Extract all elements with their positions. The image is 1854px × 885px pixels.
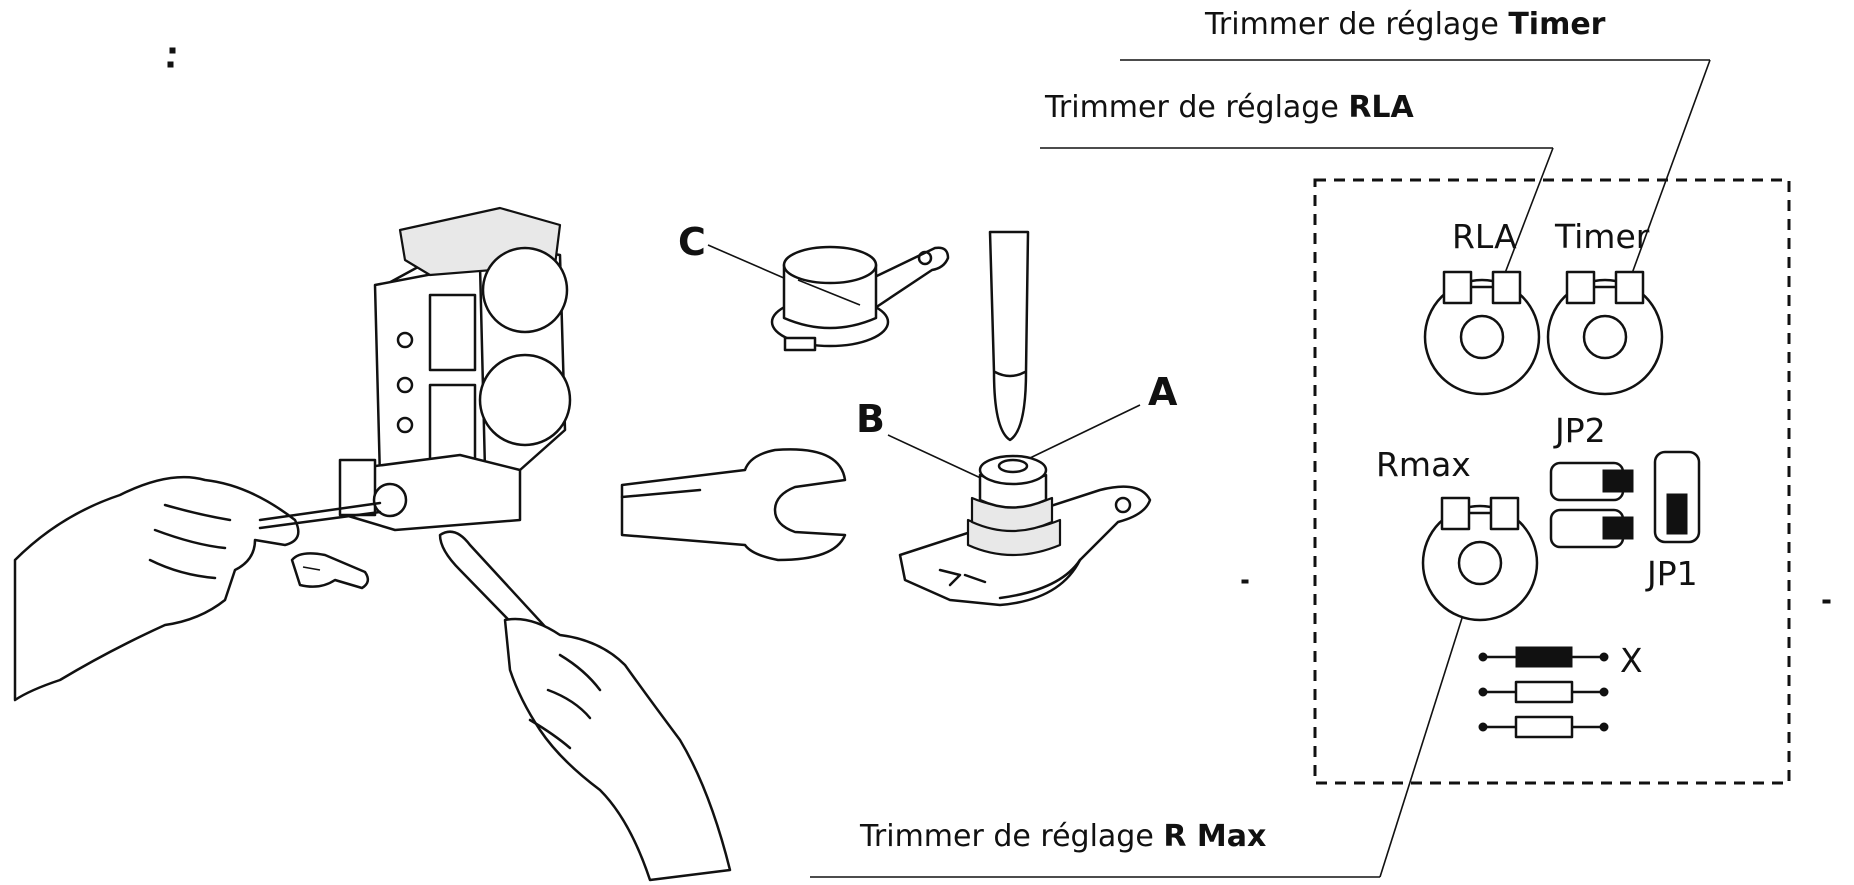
scan-specks bbox=[167, 47, 1831, 604]
rla-trimmer bbox=[1423, 270, 1541, 396]
board-label-timer: Timer bbox=[1554, 217, 1650, 256]
board-label-jp2: JP2 bbox=[1553, 411, 1606, 450]
control-board-outline bbox=[1313, 178, 1791, 785]
rmax-trimmer bbox=[1421, 496, 1539, 622]
right-hand bbox=[438, 530, 732, 882]
board-label-rmax: Rmax bbox=[1376, 445, 1471, 484]
regulator-assembly bbox=[898, 454, 1152, 607]
screwdriver bbox=[988, 230, 1030, 442]
callout-rla-text: Trimmer de réglage RLA bbox=[1044, 90, 1415, 125]
protective-cap-c bbox=[770, 245, 950, 352]
left-hand bbox=[13, 475, 382, 702]
resistor-3 bbox=[1478, 715, 1609, 739]
jp1-jumper bbox=[1653, 450, 1701, 544]
callout-rmax-text: Trimmer de réglage R Max bbox=[859, 819, 1266, 854]
gas-valve-block bbox=[338, 206, 572, 532]
timer-trimmer bbox=[1546, 270, 1664, 396]
board-label-jp1: JP1 bbox=[1645, 554, 1698, 593]
resistor-x bbox=[1478, 646, 1609, 668]
open-end-wrench bbox=[620, 448, 847, 562]
jp2-jumper bbox=[1549, 461, 1634, 549]
small-fitting bbox=[290, 552, 370, 590]
part-letter-b: B bbox=[856, 397, 885, 441]
callout-timer-text: Trimmer de réglage Timer bbox=[1204, 7, 1606, 42]
resistor-2 bbox=[1478, 680, 1609, 704]
part-a-leader bbox=[1029, 404, 1141, 459]
part-letter-a: A bbox=[1148, 370, 1178, 414]
board-label-x: X bbox=[1620, 641, 1643, 680]
part-letter-c: C bbox=[678, 220, 706, 264]
part-b-leader bbox=[887, 434, 986, 481]
board-label-rla: RLA bbox=[1452, 217, 1517, 256]
